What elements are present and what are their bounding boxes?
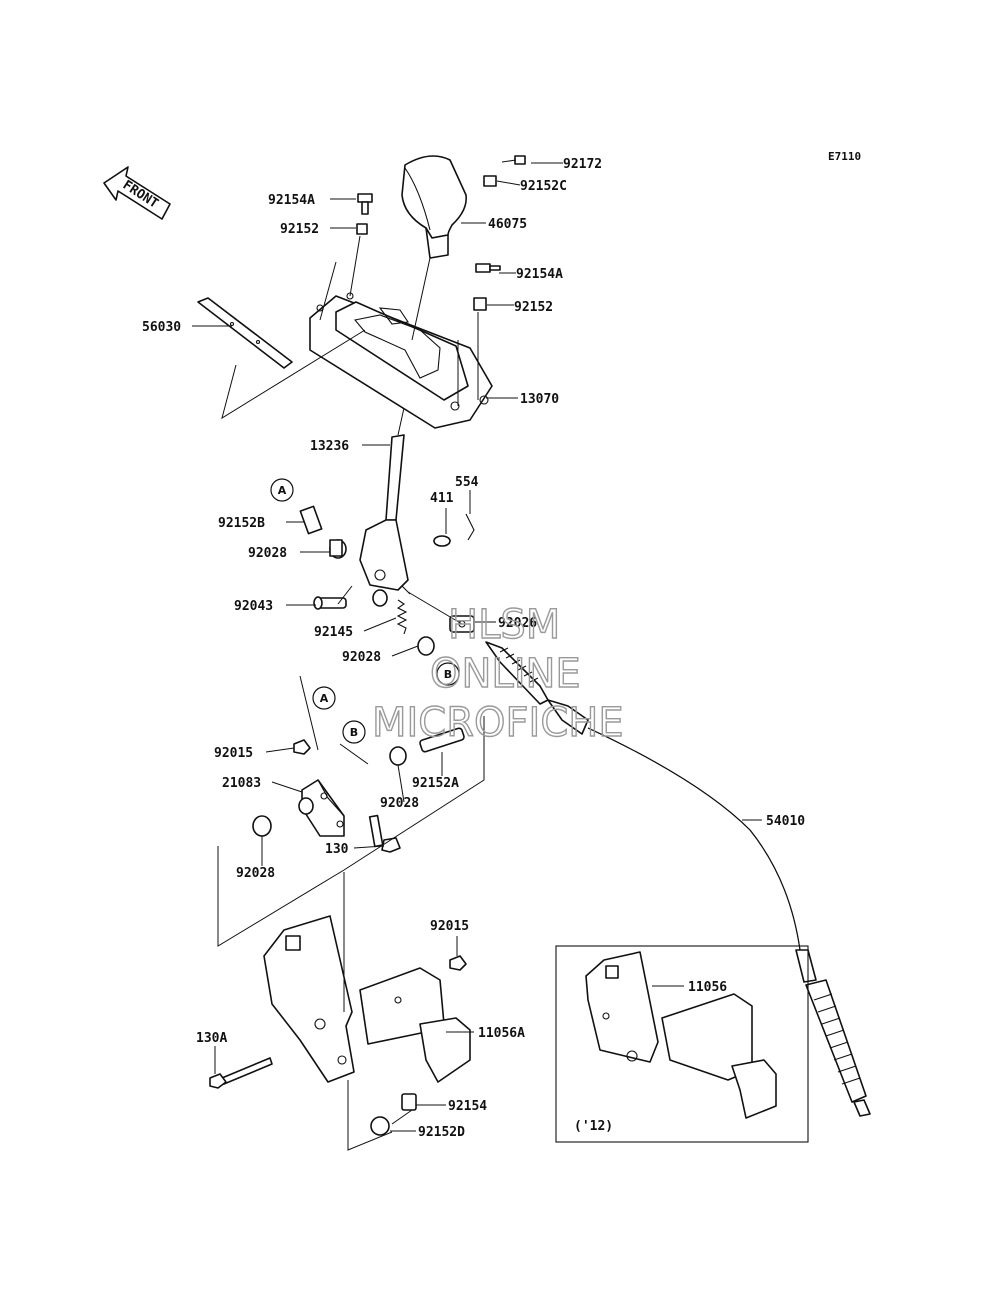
spring-92145	[396, 585, 411, 635]
shift-cable-54010	[485, 641, 871, 1117]
bushing-92028-lowest	[252, 815, 272, 837]
collar-92152C	[483, 175, 497, 187]
callout-a-lower: A	[312, 686, 336, 710]
collar-92152-right	[473, 297, 487, 311]
bolt-130A	[209, 1057, 273, 1089]
label-92026: 92026	[498, 616, 537, 631]
svg-text:A: A	[320, 692, 329, 705]
bracket-11056A	[263, 915, 471, 1083]
bolt-92154A-left	[357, 193, 373, 215]
callout-b-lower: B	[342, 720, 366, 744]
label-92154: 92154	[448, 1099, 487, 1114]
front-arrow-icon: FRONT	[103, 166, 171, 220]
label-92152B: 92152B	[218, 516, 265, 531]
label-92152-right: 92152	[514, 300, 553, 315]
watermark-line-1: HLSM	[448, 602, 560, 648]
label-11056A: 11056A	[478, 1026, 525, 1041]
bolt-92154	[401, 1093, 417, 1111]
label-92172: 92172	[563, 157, 602, 172]
plate-56030	[197, 297, 293, 369]
nut-92015-upper	[293, 739, 311, 755]
label-92152C: 92152C	[520, 179, 567, 194]
pin-92152B	[299, 505, 323, 535]
screw-92172	[501, 155, 526, 165]
label-92152-left: 92152	[280, 222, 319, 237]
label-92015-lower: 92015	[430, 919, 469, 934]
label-46075: 46075	[488, 217, 527, 232]
collar-92152D	[370, 1116, 390, 1136]
label-411: 411	[430, 491, 454, 506]
label-92028-middle: 92028	[342, 650, 381, 665]
watermark-line-3: MICROFICHE	[372, 700, 624, 746]
bolt-92154A-right	[475, 263, 501, 273]
label-56030: 56030	[142, 320, 181, 335]
diagram-code: E7110	[828, 150, 861, 163]
bushing-92028-lower-b	[389, 746, 407, 766]
nut-92015-lower	[449, 955, 467, 971]
cotter-pin-554	[465, 513, 475, 541]
pin-92043	[313, 596, 347, 610]
watermark: HLSM ONLINE MICROFICHE	[371, 601, 624, 746]
label-92154A-left: 92154A	[268, 193, 315, 208]
inset-note: ('12)	[574, 1119, 613, 1134]
label-54010: 54010	[766, 814, 805, 829]
leader-lines	[192, 162, 762, 1151]
label-92028-lower-b: 92028	[380, 796, 419, 811]
collar-lever	[372, 589, 388, 607]
shift-knob-46075	[401, 155, 468, 259]
label-92152A: 92152A	[412, 776, 459, 791]
bushing-92028-upper	[329, 539, 347, 559]
label-13236: 13236	[310, 439, 349, 454]
svg-text:B: B	[350, 726, 358, 739]
label-92028-upper: 92028	[248, 546, 287, 561]
bushing-92028-lower-a	[298, 797, 314, 815]
svg-text:A: A	[278, 484, 287, 497]
washer-411	[433, 535, 451, 547]
label-92152D: 92152D	[418, 1125, 465, 1140]
label-92028-lowest: 92028	[236, 866, 275, 881]
bracket-11056	[585, 951, 777, 1119]
label-554: 554	[455, 475, 479, 490]
inset-box-2012	[555, 945, 809, 1143]
callout-b-upper: B	[436, 662, 460, 686]
label-92154A-right: 92154A	[516, 267, 563, 282]
svg-text:B: B	[444, 668, 452, 681]
shift-console-13070	[309, 292, 493, 429]
label-11056: 11056	[688, 980, 727, 995]
callout-a-upper: A	[270, 478, 294, 502]
label-92015-upper: 92015	[214, 746, 253, 761]
shift-lever-13236	[359, 434, 409, 591]
label-130A: 130A	[196, 1031, 227, 1046]
collar-92152-left	[356, 223, 368, 235]
label-13070: 13070	[520, 392, 559, 407]
watermark-line-2: ONLINE	[430, 651, 581, 697]
pin-92152A	[419, 727, 465, 753]
label-92043: 92043	[234, 599, 273, 614]
label-92145: 92145	[314, 625, 353, 640]
label-21083: 21083	[222, 776, 261, 791]
label-130: 130	[325, 842, 349, 857]
